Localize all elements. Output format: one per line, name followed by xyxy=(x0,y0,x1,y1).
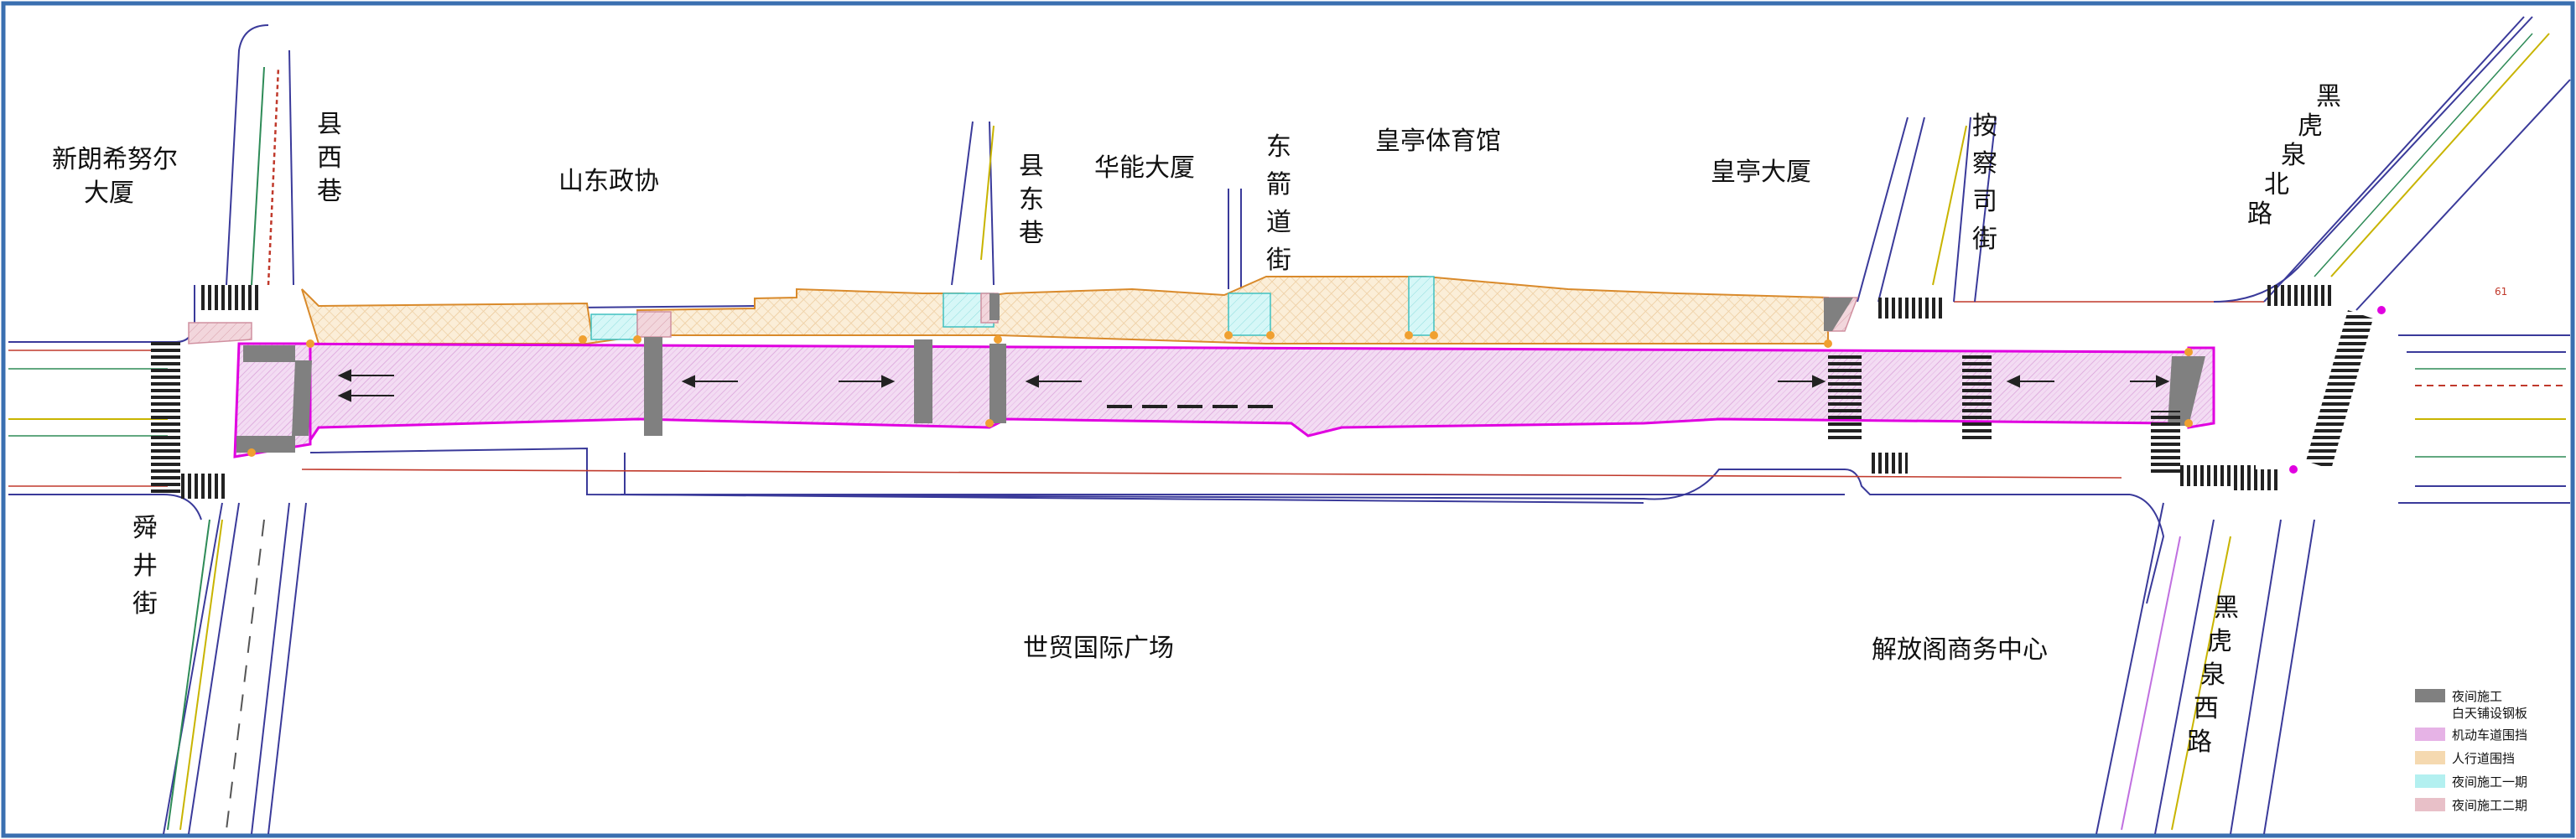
label-heihu-west-4: 西 xyxy=(2194,694,2219,723)
sidewalk-enclosure-north xyxy=(301,276,1829,344)
lane-arrows xyxy=(337,369,2170,408)
label-shunjing-2: 井 xyxy=(132,552,158,581)
label-xiandong-3: 巷 xyxy=(1019,219,1044,248)
night-phase-2-area-1 xyxy=(188,322,252,344)
label-heihu-west-1: 黑 xyxy=(2214,593,2239,623)
night-phase-1-area-1 xyxy=(590,313,638,340)
legend: 夜间施工 白天铺设钢板 机动车道围挡 人行道围挡 夜间施工一期 夜间施工二期 xyxy=(2415,689,2527,813)
label-dongjian-2: 箭 xyxy=(1266,170,1291,199)
place-labels: 新朗希努尔 大厦 县 西 巷 山东政协 县 东 巷 华能大厦 东 箭 道 街 皇… xyxy=(52,82,2507,757)
fence-nodes xyxy=(247,306,2386,474)
label-heihu-west-3: 泉 xyxy=(2200,660,2225,690)
label-xiandong-1: 县 xyxy=(1019,152,1044,181)
label-heihu-west-2: 虎 xyxy=(2207,627,2232,656)
label-dongjian-1: 东 xyxy=(1266,132,1291,162)
label-dongjian-3: 道 xyxy=(1266,208,1291,237)
label-jiefangge: 解放阁商务中心 xyxy=(1872,635,2048,665)
label-huaneng: 华能大厦 xyxy=(1094,153,1195,183)
label-shandong: 山东政协 xyxy=(558,167,659,196)
label-heihu-north-3: 泉 xyxy=(2281,141,2306,170)
label-shimao: 世贸国际广场 xyxy=(1023,634,1174,663)
label-heihu-north-4: 北 xyxy=(2264,170,2289,199)
label-ancha-2: 察 xyxy=(1972,149,1997,179)
legend-swatch-3 xyxy=(2415,751,2445,764)
label-xinlang-2: 大厦 xyxy=(84,179,134,208)
legend-text-1b: 白天铺设钢板 xyxy=(2452,706,2527,721)
road-outlines xyxy=(8,16,2571,835)
legend-text-1a: 夜间施工 xyxy=(2452,689,2502,704)
label-ancha-4: 街 xyxy=(1972,225,1997,254)
legend-text-5: 夜间施工二期 xyxy=(2452,798,2527,813)
west-intersection-enclosure xyxy=(233,342,312,458)
label-shunjing-3: 街 xyxy=(132,589,158,619)
label-shunjing-1: 舜 xyxy=(132,514,158,543)
legend-swatch-2 xyxy=(2415,728,2445,741)
label-dongjian-4: 街 xyxy=(1266,246,1291,275)
label-heihu-north-2: 虎 xyxy=(2298,111,2323,141)
label-xianxi-3: 巷 xyxy=(317,177,342,206)
lane-markings xyxy=(8,33,2566,831)
night-phase-1-area-4 xyxy=(1408,276,1435,336)
label-small-61: 61 xyxy=(2495,286,2507,298)
legend-text-3: 人行道围挡 xyxy=(2452,751,2515,766)
label-ancha-1: 按 xyxy=(1972,111,1997,141)
label-huangting-tower: 皇亭大厦 xyxy=(1711,158,1811,187)
legend-swatch-4 xyxy=(2415,774,2445,788)
legend-text-4: 夜间施工一期 xyxy=(2452,774,2527,790)
label-huangting-gym: 皇亭体育馆 xyxy=(1375,127,1501,156)
label-xiandong-2: 东 xyxy=(1019,185,1044,215)
night-phase-2-area-2 xyxy=(636,311,672,338)
label-xianxi-1: 县 xyxy=(317,110,342,139)
legend-swatch-1 xyxy=(2415,689,2445,702)
label-xianxi-2: 西 xyxy=(317,143,342,173)
label-ancha-3: 司 xyxy=(1972,187,1997,216)
legend-swatch-5 xyxy=(2415,798,2445,811)
label-xinlang-1: 新朗希努尔 xyxy=(52,145,178,174)
steel-plate-blocks xyxy=(236,293,2205,453)
legend-text-2: 机动车道围挡 xyxy=(2452,728,2527,743)
night-phase-1-area-3 xyxy=(1228,293,1271,336)
label-heihu-west-5: 路 xyxy=(2187,728,2212,757)
vehicle-lane-enclosure xyxy=(242,342,2190,442)
label-heihu-north-1: 黑 xyxy=(2316,82,2341,111)
crosswalks xyxy=(151,285,2373,499)
label-heihu-north-5: 路 xyxy=(2247,199,2272,229)
